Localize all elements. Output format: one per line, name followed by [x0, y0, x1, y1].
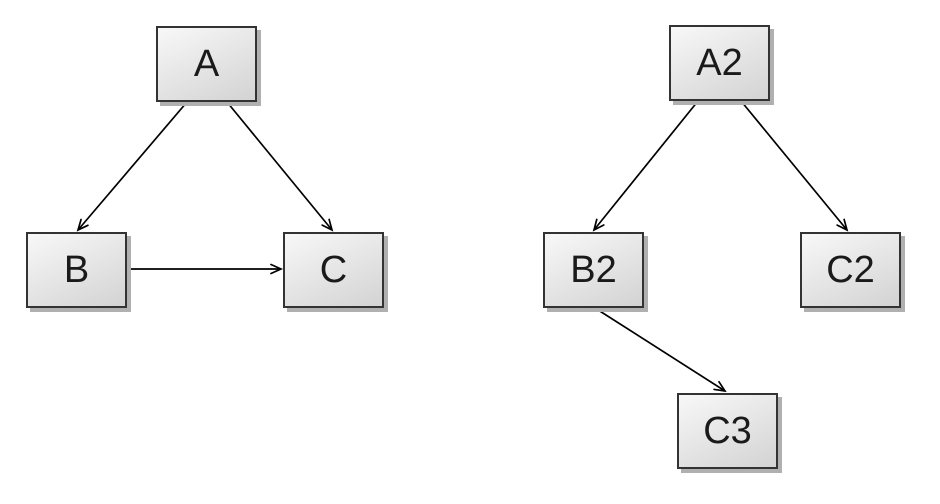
- node-A[interactable]: A: [156, 26, 257, 102]
- node-A2[interactable]: A2: [669, 25, 770, 101]
- edge-A-to-C[interactable]: [226, 101, 334, 232]
- edge-A2-to-B2[interactable]: [592, 100, 699, 232]
- node-label: C: [319, 249, 348, 291]
- node-C2[interactable]: C2: [800, 232, 901, 308]
- edge-A-to-B[interactable]: [76, 101, 188, 232]
- node-C[interactable]: C: [283, 232, 384, 308]
- node-label: B2: [570, 249, 617, 291]
- edge-B2-to-C3[interactable]: [594, 307, 727, 393]
- node-label: B: [63, 249, 90, 291]
- node-B2[interactable]: B2: [543, 232, 644, 308]
- node-label: A: [193, 43, 220, 85]
- node-C3[interactable]: C3: [677, 393, 778, 469]
- node-label: A2: [696, 42, 743, 84]
- node-B[interactable]: B: [26, 232, 127, 308]
- node-label: C3: [703, 410, 752, 452]
- edge-A2-to-C2[interactable]: [740, 100, 849, 232]
- node-label: C2: [826, 249, 875, 291]
